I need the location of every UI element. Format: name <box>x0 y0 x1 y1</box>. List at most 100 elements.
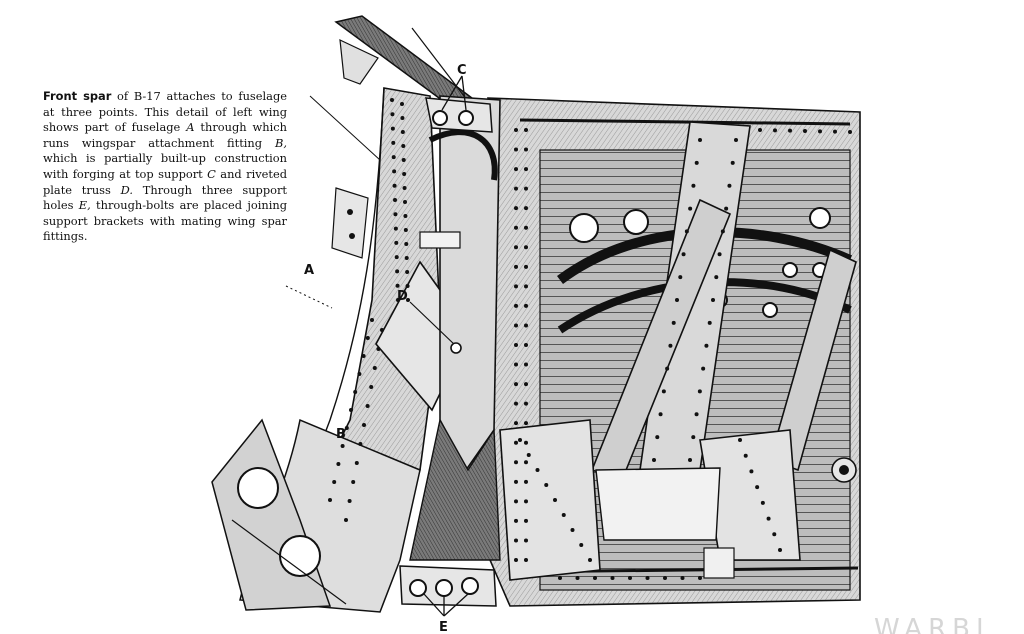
rivet <box>404 242 409 246</box>
rivet <box>524 128 528 132</box>
caption-ref-d: D. <box>120 182 133 197</box>
rivet <box>668 343 673 348</box>
rivet <box>743 453 748 458</box>
rivet <box>544 483 549 487</box>
rivet <box>663 576 667 580</box>
rivet <box>684 229 689 234</box>
rivet <box>524 558 528 562</box>
rivet <box>514 479 518 484</box>
rivet <box>575 576 580 580</box>
rivet <box>524 303 528 308</box>
rivet <box>524 499 528 504</box>
caption-text-1: of B-17 attaches to fuselage at three po… <box>43 89 287 135</box>
rivet <box>347 499 352 503</box>
leader-a-lower <box>285 285 333 309</box>
rivet <box>680 576 685 580</box>
rivet <box>724 206 729 211</box>
top-support-c <box>425 75 493 133</box>
rivet <box>396 298 400 302</box>
rivet <box>760 500 765 505</box>
rivet <box>405 270 410 274</box>
right-edge-fittings <box>703 457 857 579</box>
rivet <box>351 480 356 484</box>
rivet <box>694 412 699 417</box>
rivet <box>707 320 712 325</box>
rivet <box>403 214 408 218</box>
rivet <box>524 343 528 347</box>
rivet <box>514 186 518 191</box>
rivet <box>390 126 395 131</box>
rivet <box>514 460 518 465</box>
rivet <box>336 462 341 466</box>
rivet <box>697 389 702 394</box>
rivet <box>535 468 540 472</box>
rivet <box>395 283 400 288</box>
caption-text-4: and riveted plate truss <box>43 166 287 197</box>
rivet <box>818 129 822 134</box>
rivet <box>803 129 807 133</box>
rivet <box>524 518 528 523</box>
rivet <box>401 144 406 148</box>
rivet <box>402 172 407 176</box>
caption-lead: Front spar <box>43 89 112 103</box>
rivet <box>717 252 722 257</box>
leader-d <box>409 301 457 347</box>
rivet <box>848 130 852 134</box>
rivet <box>749 469 754 474</box>
rivet <box>524 440 528 445</box>
rivet <box>395 269 400 274</box>
rivet <box>524 323 528 328</box>
rivet <box>358 442 363 446</box>
rivet <box>344 518 348 522</box>
caption-text-2: through which runs wingspar attachment f… <box>43 120 287 150</box>
rivet <box>720 229 725 234</box>
rivet <box>361 354 366 358</box>
rivet <box>349 408 353 412</box>
rivet <box>570 528 575 532</box>
rivet <box>788 128 792 133</box>
rivet <box>393 226 398 231</box>
rivet <box>365 404 370 408</box>
rivet <box>558 576 562 580</box>
watermark-text: WARBI <box>874 614 990 634</box>
caption-text-5: Through three support holes <box>43 182 287 213</box>
rivet <box>691 183 696 188</box>
rivet <box>773 128 777 133</box>
rivet <box>400 116 405 120</box>
rivet <box>332 480 337 484</box>
rivet <box>369 385 374 389</box>
rivet <box>553 498 557 502</box>
rivet <box>403 228 408 232</box>
rivet <box>524 186 528 191</box>
rivet <box>328 498 332 502</box>
rivet <box>766 516 771 521</box>
caption-ref-a: A <box>186 120 195 135</box>
rivet <box>698 138 702 142</box>
rivet <box>691 435 696 440</box>
rivet <box>365 336 370 340</box>
rivet <box>524 538 528 543</box>
rivet <box>704 343 709 348</box>
rivet <box>353 390 358 394</box>
rivet-rows <box>328 98 852 580</box>
rivet <box>514 303 518 308</box>
rivet <box>694 160 699 165</box>
rivet <box>514 421 518 426</box>
caption-ref-e: E, <box>78 198 91 213</box>
rivet <box>392 169 397 174</box>
rivet <box>524 245 528 250</box>
rivet <box>514 245 518 250</box>
rivet <box>514 264 518 269</box>
bottom-support-e <box>399 565 497 617</box>
rivet <box>354 461 359 465</box>
rivet <box>593 576 597 580</box>
rivet <box>372 366 377 370</box>
rivet <box>833 129 837 134</box>
rivet <box>755 485 760 490</box>
lower-cavity <box>409 418 501 561</box>
rivet <box>658 412 663 417</box>
rivet <box>394 255 399 260</box>
rivet <box>698 576 702 580</box>
rivet <box>514 401 518 406</box>
rivet <box>392 183 397 188</box>
